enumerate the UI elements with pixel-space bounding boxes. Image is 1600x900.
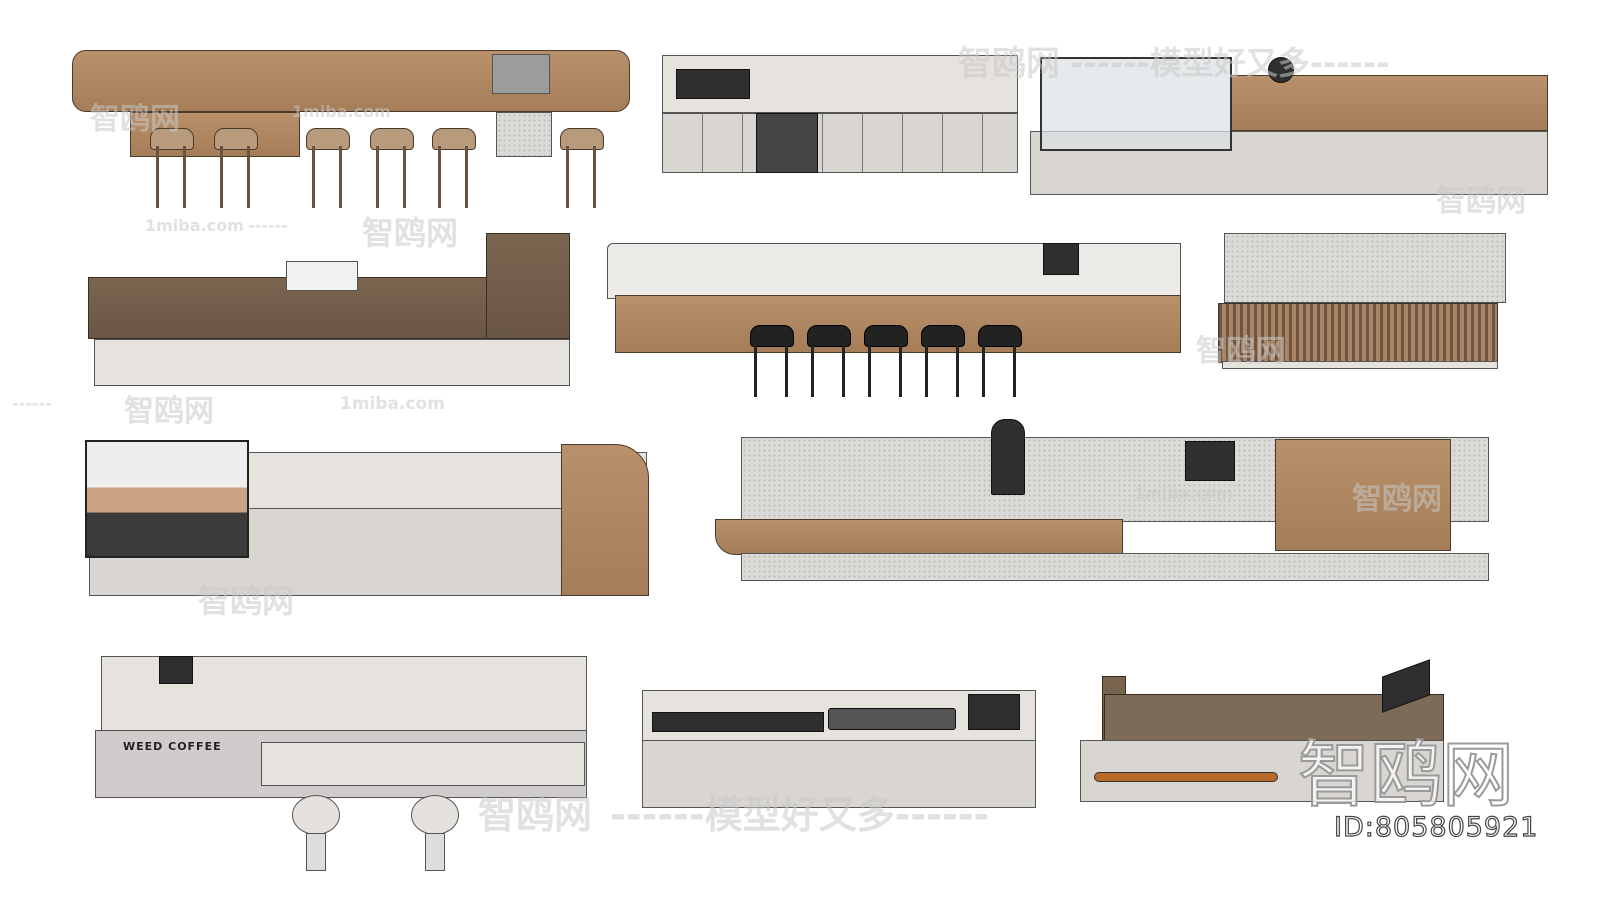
led-strip <box>1094 772 1278 782</box>
pos-terminal <box>991 419 1025 495</box>
counter-front <box>642 740 1036 808</box>
card-reader <box>1185 441 1235 481</box>
stool <box>150 128 194 210</box>
pos-terminal <box>1043 243 1079 275</box>
watermark-url: 1miba.com <box>292 102 391 121</box>
counter-top <box>607 243 1181 299</box>
pos-terminal <box>968 694 1020 730</box>
watermark-dashes: ------ <box>248 216 288 235</box>
front-panel <box>261 742 585 786</box>
pastry-counter-model <box>85 440 651 597</box>
reception-counter-model <box>88 233 572 386</box>
watermark-site: 智鸥网 <box>1352 482 1442 517</box>
watermark-site: 智鸥网 <box>958 44 1060 84</box>
plinth <box>1222 361 1498 369</box>
watermark-site: 智鸥网 <box>124 394 214 429</box>
watermark-slogan: ------模型好又多------ <box>610 793 990 837</box>
sink <box>492 54 550 94</box>
watermark-url: 1miba.com <box>1134 484 1233 503</box>
counter-front <box>94 339 570 386</box>
watermark-url: 1miba.com <box>340 394 445 414</box>
stool <box>560 128 604 210</box>
watermark-site: 智鸥网 <box>478 793 593 837</box>
curved-wood-end <box>561 444 649 596</box>
stool <box>370 128 414 210</box>
stool <box>978 325 1022 399</box>
marble-bar-model <box>607 243 1183 355</box>
monitor <box>286 261 358 291</box>
watermark-site-large: 智鸥网 <box>1297 732 1515 818</box>
glass-display-case <box>1040 57 1232 151</box>
stool <box>214 128 258 210</box>
menu-board <box>652 712 824 732</box>
watermark-site: 智鸥网 <box>362 214 459 252</box>
counter-front <box>1080 740 1444 802</box>
watermark-site: 智鸥网 <box>1436 184 1526 219</box>
cabinet-front <box>662 113 1018 173</box>
menu-counter-model <box>642 690 1038 810</box>
watermark-url: 1miba.com <box>145 216 244 235</box>
wood-panel <box>1275 439 1451 551</box>
pos-terminal <box>159 656 193 684</box>
watermark-id: ID:805805921 <box>1333 811 1539 843</box>
pastry-display-case <box>85 440 249 558</box>
display-counter-model <box>1030 57 1550 197</box>
stool-row <box>750 325 1030 399</box>
watermark-site: 智鸥网 <box>90 102 180 137</box>
sink-base <box>496 112 552 157</box>
raised-top <box>486 233 570 339</box>
stool <box>432 128 476 210</box>
tray-slot <box>828 708 956 730</box>
stool <box>921 325 965 399</box>
watermark-site: 智鸥网 <box>198 582 295 620</box>
counter-top <box>1230 75 1548 131</box>
brand-sign: WEED COFFEE <box>123 740 222 753</box>
wood-ledge <box>715 519 1123 555</box>
round-stool <box>292 795 340 875</box>
stool-row <box>150 128 610 210</box>
watermark-slogan: ------模型好又多------ <box>1070 44 1390 82</box>
stool <box>864 325 908 399</box>
watermark-dashes: ------ <box>12 394 52 413</box>
stool <box>306 128 350 210</box>
stool <box>807 325 851 399</box>
coffee-counter-model: WEED COFFEE <box>95 652 589 799</box>
terrazzo-counter-model <box>715 419 1491 582</box>
ice-machine <box>756 113 818 173</box>
counter-top <box>1224 233 1506 303</box>
counter-front <box>741 553 1489 581</box>
slatted-counter-model <box>1218 233 1506 369</box>
dark-wood-counter-model <box>1080 659 1446 802</box>
sink <box>676 69 750 99</box>
round-stool <box>411 795 459 875</box>
kitchen-counter-model <box>662 55 1018 173</box>
stool <box>750 325 794 399</box>
watermark-site: 智鸥网 <box>1196 334 1286 369</box>
coffee-machine <box>1268 57 1294 83</box>
